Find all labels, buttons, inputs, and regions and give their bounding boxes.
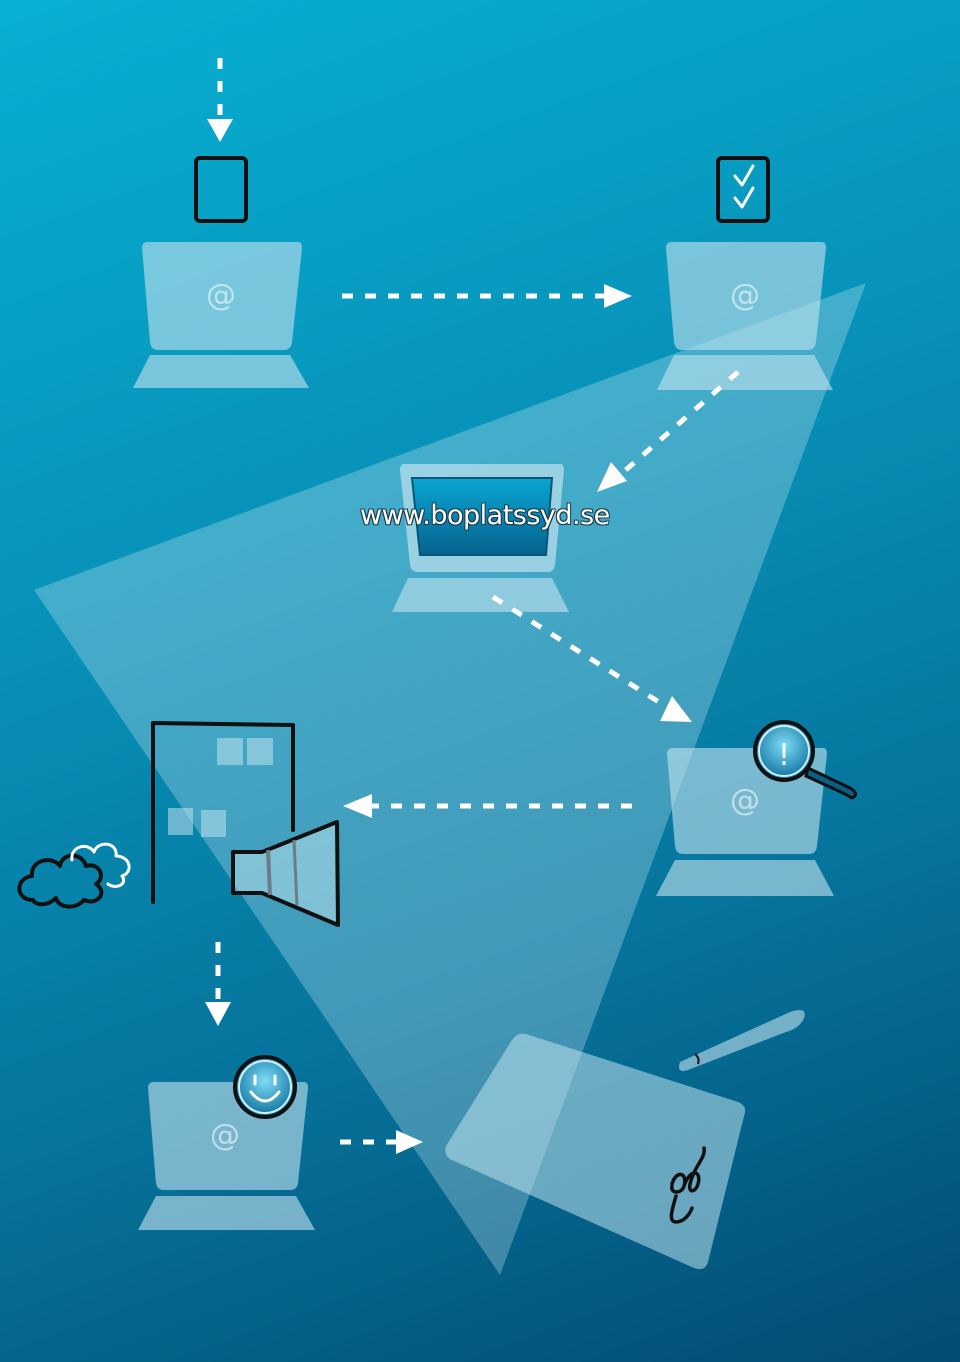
cloud-icon xyxy=(17,842,131,909)
email-symbol: @ xyxy=(206,278,236,313)
email-symbol: @ xyxy=(730,783,760,818)
arrow-step-4-to-building xyxy=(343,794,632,818)
blank-form-icon xyxy=(194,156,248,223)
pen-icon xyxy=(679,1010,805,1071)
smiley-icon xyxy=(233,1055,297,1119)
magnifier-alert-icon: ! xyxy=(753,720,857,800)
arrow-step-5-to-contract xyxy=(340,1130,423,1154)
arrow-step-2-to-website xyxy=(597,370,740,492)
arrow-step-1-to-2 xyxy=(342,284,632,308)
arrow-building-to-step-5 xyxy=(205,942,231,1026)
website-monitor xyxy=(392,464,569,612)
arrow-into-step-1 xyxy=(207,58,233,142)
contract-icon xyxy=(445,1033,746,1270)
light-beam xyxy=(34,283,866,1275)
building-icon xyxy=(151,721,295,904)
arrow-website-to-step-4 xyxy=(491,594,692,722)
step-2-laptop: @ xyxy=(657,242,833,390)
step-1-laptop: @ xyxy=(133,242,309,388)
website-url[interactable]: www.boplatssyd.se xyxy=(360,500,610,531)
alert-symbol: ! xyxy=(778,738,790,773)
email-symbol: @ xyxy=(730,278,760,313)
email-symbol: @ xyxy=(210,1118,240,1153)
megaphone-icon xyxy=(231,820,340,927)
checked-form-icon xyxy=(716,156,770,223)
